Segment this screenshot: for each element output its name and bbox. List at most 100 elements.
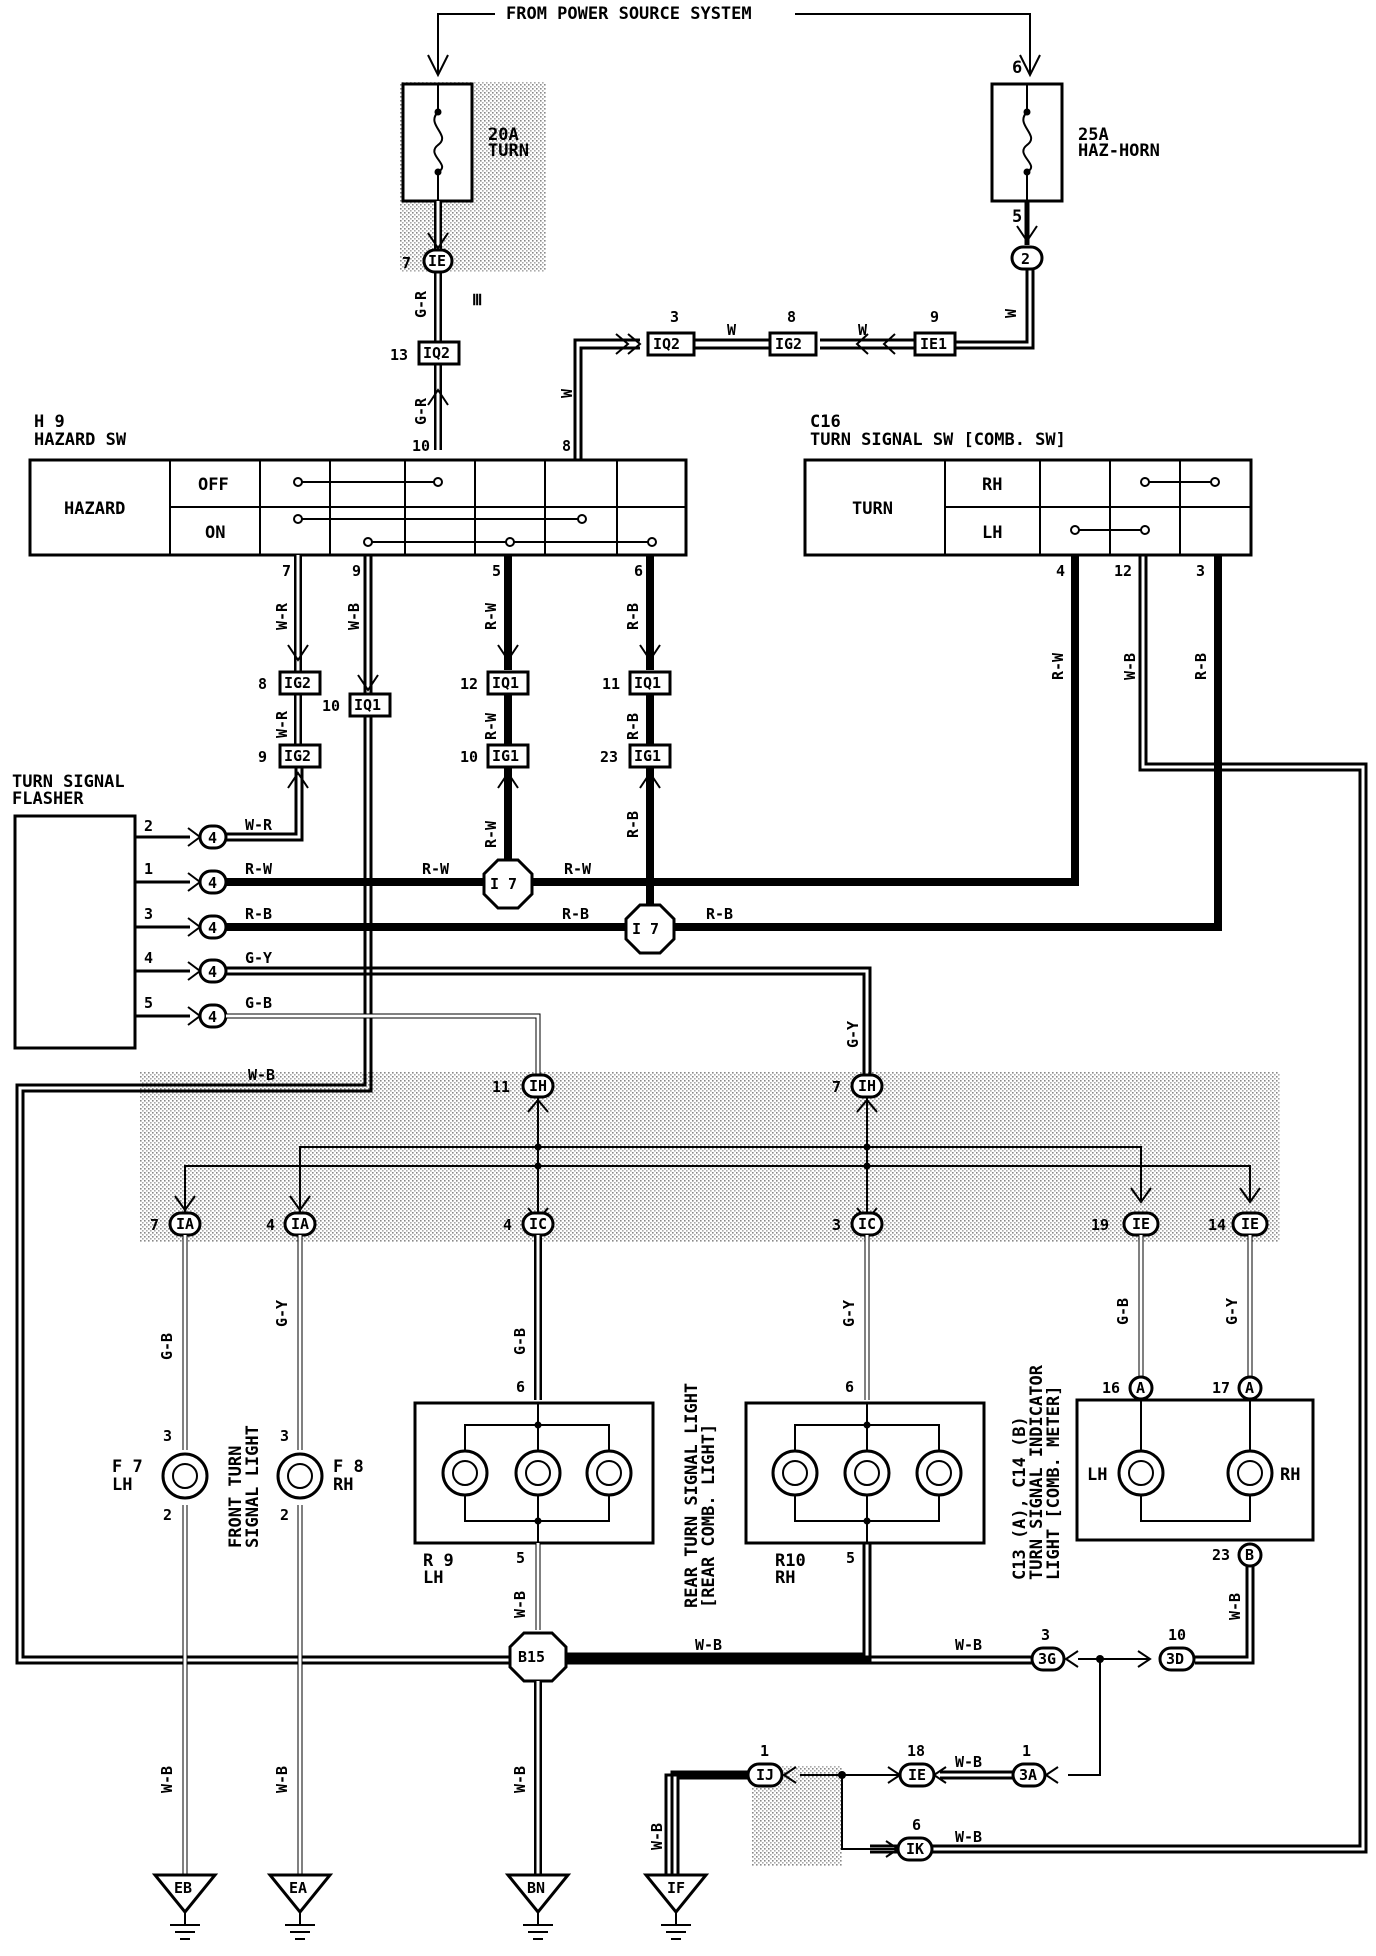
wire-w-label-4: W xyxy=(558,388,576,398)
fuse-haz-horn-pin-in: 6 xyxy=(1012,58,1022,78)
r9-id: R 9 xyxy=(423,1551,454,1571)
ind-pin-16: 16 xyxy=(1102,1379,1120,1397)
ih-connectors: 11 IH 7 IH xyxy=(492,1073,884,1099)
ground-if: IF xyxy=(642,1873,710,1940)
junction-i7: I 7 I 7 xyxy=(482,858,676,955)
fuse-turn-name: TURN xyxy=(488,141,529,161)
wire-r-w: R-W 12 IQ1 R-W 10 IG1 R-W xyxy=(460,555,530,860)
hazard-pin-9: 9 xyxy=(352,562,361,580)
mark-iii: Ⅲ xyxy=(472,291,482,309)
turn-pin-12: 12 xyxy=(1114,562,1132,580)
hazard-switch: H 9 HAZARD SW HAZARD OFF ON 10 8 7 9 5 6 xyxy=(28,412,688,580)
turn-signal-switch: C16 TURN SIGNAL SW [COMB. SW] TURN RH LH… xyxy=(803,412,1253,580)
hazard-sw-on: ON xyxy=(205,523,225,543)
wire-r-b-label-2: R-B xyxy=(624,713,642,740)
conn-ie1-9-pin: 9 xyxy=(930,308,939,326)
flasher-pin-3: 3 xyxy=(144,905,153,923)
junction-i7-2: I 7 xyxy=(632,920,659,938)
hazard-pin-6: 6 xyxy=(634,562,643,580)
conn-ig1-10-code: IG1 xyxy=(492,747,519,765)
ground-network: 3 3G W-B 10 3D 1 3A W-B 18 IE 6 IK W-B 1… xyxy=(648,1626,1196,1895)
wire-r-w-flasher-3: R-W xyxy=(564,860,592,878)
conn-ig1-23-pin: 23 xyxy=(600,748,618,766)
hazard-sw-off: OFF xyxy=(198,475,229,495)
conn-ie-14-pin: 14 xyxy=(1208,1216,1226,1234)
wire-r-b-label-3: R-B xyxy=(624,811,642,838)
ind-title-1: C13 (A), C14 (B) xyxy=(1010,1416,1030,1580)
turn-pin-3: 3 xyxy=(1196,562,1205,580)
junction-i7-1: I 7 xyxy=(490,875,517,893)
wire-w-b-3a: W-B xyxy=(955,1753,982,1771)
conn-iq2-13-pin: 13 xyxy=(390,346,408,364)
conn-iq1-12-pin: 12 xyxy=(460,675,478,693)
ind-conn-b: B xyxy=(1245,1546,1254,1564)
r10-pin-top: 6 xyxy=(845,1378,854,1396)
f7-pin-bot: 2 xyxy=(163,1506,172,1524)
conn-ig1-23-code: IG1 xyxy=(634,747,661,765)
ind-title-2: TURN SIGNAL INDICATOR xyxy=(1027,1364,1047,1580)
wire-g-y-vert: G-Y xyxy=(844,1021,862,1048)
conn-ij-pin: 1 xyxy=(760,1742,769,1760)
ind-pin-23: 23 xyxy=(1212,1546,1230,1564)
f8-pin-bot: 2 xyxy=(280,1506,289,1524)
ind-rh: RH xyxy=(1280,1465,1300,1485)
wire-w-b-ik: W-B xyxy=(955,1828,982,1846)
turn-sw-name: TURN SIGNAL SW [COMB. SW] xyxy=(810,430,1066,450)
turn-sw-id: C16 xyxy=(810,412,841,432)
conn-ie-18-code: IE xyxy=(908,1766,926,1784)
conn-ia-7-pin: 7 xyxy=(150,1216,159,1234)
conn-ic-3-code: IC xyxy=(858,1215,876,1233)
wire-r-w-label-3: R-W xyxy=(482,820,500,848)
wire-r-b-label-1: R-B xyxy=(624,603,642,630)
ind-title-3: LIGHT [COMB. METER] xyxy=(1044,1386,1064,1580)
hazard-sw-label: HAZARD xyxy=(64,499,125,519)
wire-w-r-flasher: W-R xyxy=(245,816,273,834)
wire-w-b-ind: W-B xyxy=(1226,1593,1244,1620)
conn-3d-code: 3D xyxy=(1166,1650,1184,1668)
flasher-name-1: TURN SIGNAL xyxy=(12,772,125,792)
ground-if-label: IF xyxy=(667,1879,685,1897)
wire-w-b-label-2: W-B xyxy=(248,1066,275,1084)
grounds: EB EA BN IF xyxy=(151,1873,710,1940)
conn-ic-3-pin: 3 xyxy=(832,1216,841,1234)
wire-w-r: W-R 8 IG2 W-R 9 IG2 xyxy=(225,555,322,842)
conn-ig2-8top-pin: 8 xyxy=(787,308,796,326)
conn-ig2-8top-code: IG2 xyxy=(775,335,802,353)
r10-id: R10 xyxy=(775,1551,806,1571)
wire-r-w-turnsw: R-W xyxy=(1049,652,1067,680)
power-source-label: FROM POWER SOURCE SYSTEM xyxy=(506,4,752,24)
rear-lights-title-1: REAR TURN SIGNAL LIGHT xyxy=(682,1383,702,1608)
wire-w-b-r10: W-B xyxy=(695,1636,722,1654)
wire-g-r: 7 IE G-R Ⅲ 13 IQ2 G-R xyxy=(390,201,482,450)
wire-r-b: R-B 11 IQ1 R-B 23 IG1 R-B xyxy=(600,555,672,905)
conn-3a-pin: 1 xyxy=(1022,1742,1031,1760)
conn-ie-19-pin: 19 xyxy=(1091,1216,1109,1234)
turn-sw-label: TURN xyxy=(852,499,893,519)
ground-eb: EB xyxy=(151,1873,219,1940)
wire-w-label-3: W xyxy=(727,321,737,339)
conn-ih-7-code: IH xyxy=(858,1077,876,1095)
conn-ia-4-code: IA xyxy=(291,1215,309,1233)
flasher-conn-1: 4 xyxy=(208,874,217,892)
ground-bn-label: BN xyxy=(527,1879,545,1897)
fuse-turn-rating: 20A xyxy=(488,125,519,145)
ind-conn-a-2: A xyxy=(1245,1379,1254,1397)
conn-ia-7-code: IA xyxy=(176,1215,194,1233)
wire-w-b-3g: W-B xyxy=(955,1636,982,1654)
wire-w-b-turnsw-label: W-B xyxy=(1121,653,1139,680)
front-turn-lights: G-B G-Y 3 2 3 2 F 7 LH F 8 RH FRONT TURN… xyxy=(112,1235,364,1895)
conn-ie-19-code: IE xyxy=(1132,1215,1150,1233)
conn-ia-4-pin: 4 xyxy=(266,1216,275,1234)
conn-iq2-3-pin: 3 xyxy=(670,308,679,326)
turn-sw-rh: RH xyxy=(982,475,1002,495)
wire-r-w-flasher-2: R-W xyxy=(422,860,450,878)
turn-pin-4: 4 xyxy=(1056,562,1065,580)
conn-iq2-13-code: IQ2 xyxy=(423,344,450,362)
r9-pin-bot: 5 xyxy=(516,1549,525,1567)
conn-haz-2: 2 xyxy=(1021,250,1030,268)
conn-ic-4-pin: 4 xyxy=(503,1216,512,1234)
hazard-sw-name: HAZARD SW xyxy=(34,430,127,450)
ground-eb-label: EB xyxy=(174,1879,192,1897)
wire-r-b-turnsw: R-B xyxy=(1192,653,1210,680)
wire-r-b-flasher-2: R-B xyxy=(562,905,589,923)
